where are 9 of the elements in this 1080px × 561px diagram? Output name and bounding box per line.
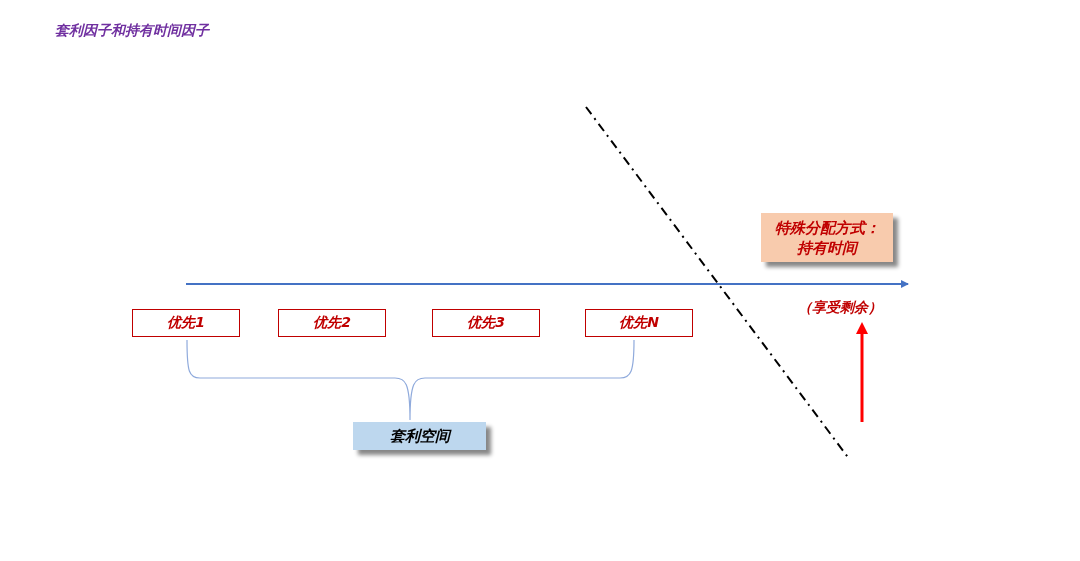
priority-box: 优先N: [585, 309, 693, 337]
priority-box: 优先2: [278, 309, 386, 337]
note-text: （享受剩余）: [786, 296, 894, 320]
label-box: 套利空间: [353, 422, 486, 450]
priority-box: 优先1: [132, 309, 240, 337]
title: 套利因子和持有时间因子: [55, 22, 209, 40]
arrow: [856, 322, 868, 422]
callout-box: 特殊分配方式：持有时间: [761, 213, 893, 262]
priority-box: 优先3: [432, 309, 540, 337]
